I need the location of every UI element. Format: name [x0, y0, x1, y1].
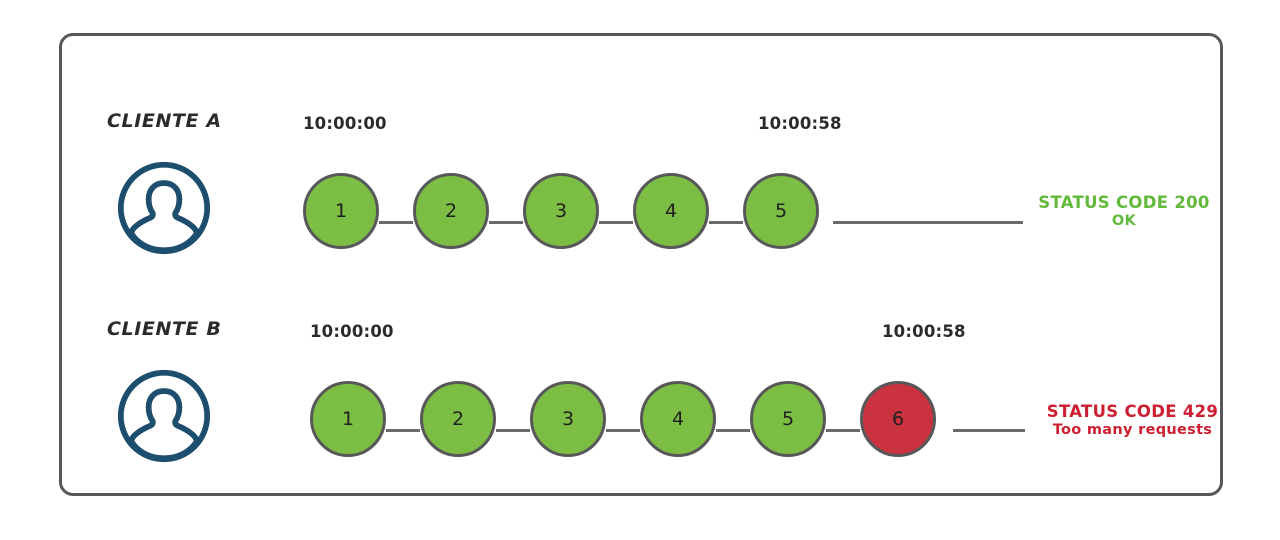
status-code-a: STATUS CODE 200	[1038, 193, 1210, 212]
connector	[826, 429, 860, 432]
connector	[489, 221, 523, 224]
client-row-a: CLIENTE A 10:00:00 10:00:58 1 2 3 4	[62, 68, 1220, 278]
client-row-b: CLIENTE B 10:00:00 10:00:58 1 2 3	[62, 276, 1220, 486]
request-node[interactable]: 2	[413, 173, 489, 249]
request-node[interactable]: 4	[633, 173, 709, 249]
connector	[496, 429, 530, 432]
client-label-b: CLIENTE B	[107, 318, 222, 340]
request-node-rate-limited[interactable]: 6	[860, 381, 936, 457]
tail-connector-a	[833, 221, 1023, 224]
request-node[interactable]: 3	[523, 173, 599, 249]
status-badge-b: STATUS CODE 429 Too many requests	[1025, 402, 1240, 440]
timestamp-end-a: 10:00:58	[758, 114, 842, 133]
status-detail-b: Too many requests	[1052, 422, 1213, 439]
tail-connector-b	[953, 429, 1025, 432]
status-detail-a: OK	[1111, 213, 1137, 230]
connector	[386, 429, 420, 432]
connector	[599, 221, 633, 224]
request-node[interactable]: 3	[530, 381, 606, 457]
request-node[interactable]: 4	[640, 381, 716, 457]
timestamp-start-a: 10:00:00	[303, 114, 387, 133]
request-node[interactable]: 2	[420, 381, 496, 457]
user-avatar-icon	[116, 368, 212, 464]
status-badge-a: STATUS CODE 200 OK	[1024, 193, 1224, 231]
timestamp-start-b: 10:00:00	[310, 322, 394, 341]
connector	[709, 221, 743, 224]
request-node[interactable]: 1	[303, 173, 379, 249]
request-node[interactable]: 5	[750, 381, 826, 457]
connector	[379, 221, 413, 224]
connector	[716, 429, 750, 432]
timestamp-end-b: 10:00:58	[882, 322, 966, 341]
request-node[interactable]: 5	[743, 173, 819, 249]
user-avatar-icon	[116, 160, 212, 256]
status-code-b: STATUS CODE 429	[1046, 402, 1219, 421]
request-node[interactable]: 1	[310, 381, 386, 457]
client-label-a: CLIENTE A	[107, 110, 222, 132]
connector	[606, 429, 640, 432]
diagram-frame: CLIENTE A 10:00:00 10:00:58 1 2 3 4	[59, 33, 1223, 496]
